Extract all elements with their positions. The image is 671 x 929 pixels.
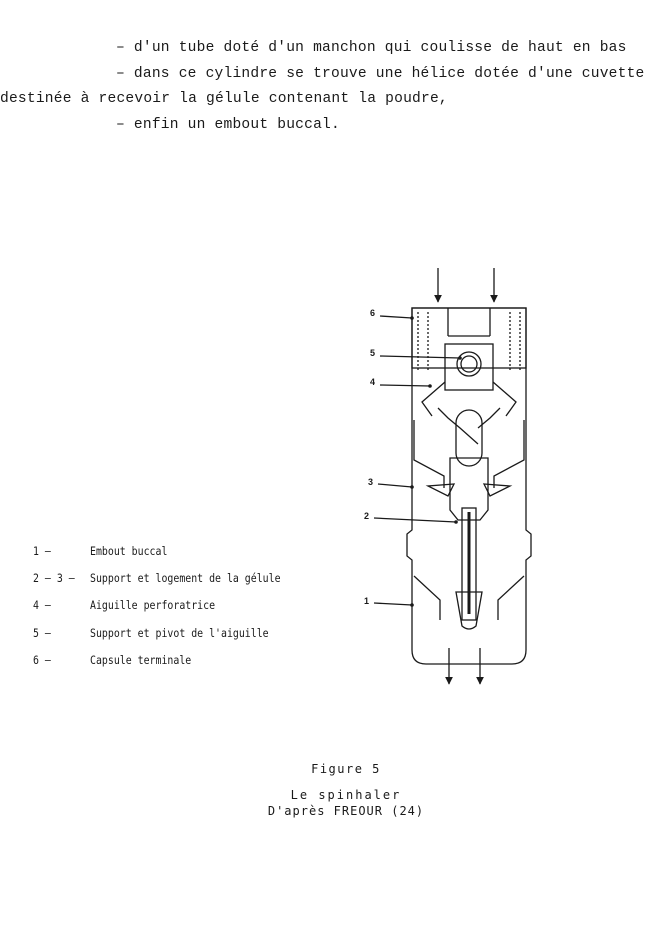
legend-label-2-3: Support et logement de la gélule — [90, 571, 281, 585]
legend-label-1: Embout buccal — [90, 544, 168, 558]
diagram-label-6: 6 — [370, 308, 375, 318]
propeller-blade-right — [482, 483, 513, 497]
legend-num-4: 4 – — [33, 598, 51, 612]
pivot-circle-outer — [456, 351, 482, 377]
leader-line-2 — [373, 517, 457, 523]
diagram-label-2: 2 — [364, 511, 369, 521]
leader-line-1 — [373, 602, 413, 606]
text-line-capsule: destinée à recevoir la gélule contenant … — [0, 91, 448, 107]
legend-label-4: Aiguille perforatrice — [90, 598, 216, 612]
diagram-label-5: 5 — [370, 348, 375, 358]
figure-caption-source: D'après FREOUR (24) — [267, 804, 425, 818]
legend-num-6: 6 – — [33, 653, 51, 667]
diagram-label-4: 4 — [370, 377, 375, 387]
text-line-tube: – d'un tube doté d'un manchon qui coulis… — [116, 40, 627, 56]
capsule-cup — [449, 457, 489, 521]
outer-body — [406, 307, 532, 665]
leader-line-5 — [379, 355, 461, 359]
propeller-blade-left — [425, 483, 456, 497]
figure-caption-subtitle: Le spinhaler — [290, 788, 402, 802]
diagram-label-3: 3 — [368, 477, 373, 487]
legend-num-1: 1 – — [33, 544, 51, 558]
legend-label-5: Support et pivot de l'aiguille — [90, 626, 269, 640]
legend-label-6: Capsule terminale — [90, 653, 192, 667]
terminal-capsule — [411, 307, 527, 369]
pivot-circle-inner — [460, 355, 478, 373]
leader-line-4 — [379, 384, 431, 387]
text-line-cylinder: – dans ce cylindre se trouve une hélice … — [116, 66, 645, 82]
capsule — [455, 409, 483, 467]
needle-arm-right — [492, 381, 517, 417]
leader-line-3 — [377, 483, 413, 488]
pivot-support — [444, 343, 494, 391]
legend-num-5: 5 – — [33, 626, 51, 640]
diagram-label-1: 1 — [364, 596, 369, 606]
needle-arm-left — [421, 381, 446, 417]
legend-num-2-3: 2 – 3 – — [33, 571, 75, 585]
capsule-support-shaft — [461, 507, 477, 621]
mouthpiece-tip — [455, 591, 483, 630]
text-line-mouthpiece: – enfin un embout buccal. — [116, 117, 340, 133]
leader-line-6 — [379, 315, 413, 319]
figure-caption-title: Figure 5 — [311, 762, 381, 776]
